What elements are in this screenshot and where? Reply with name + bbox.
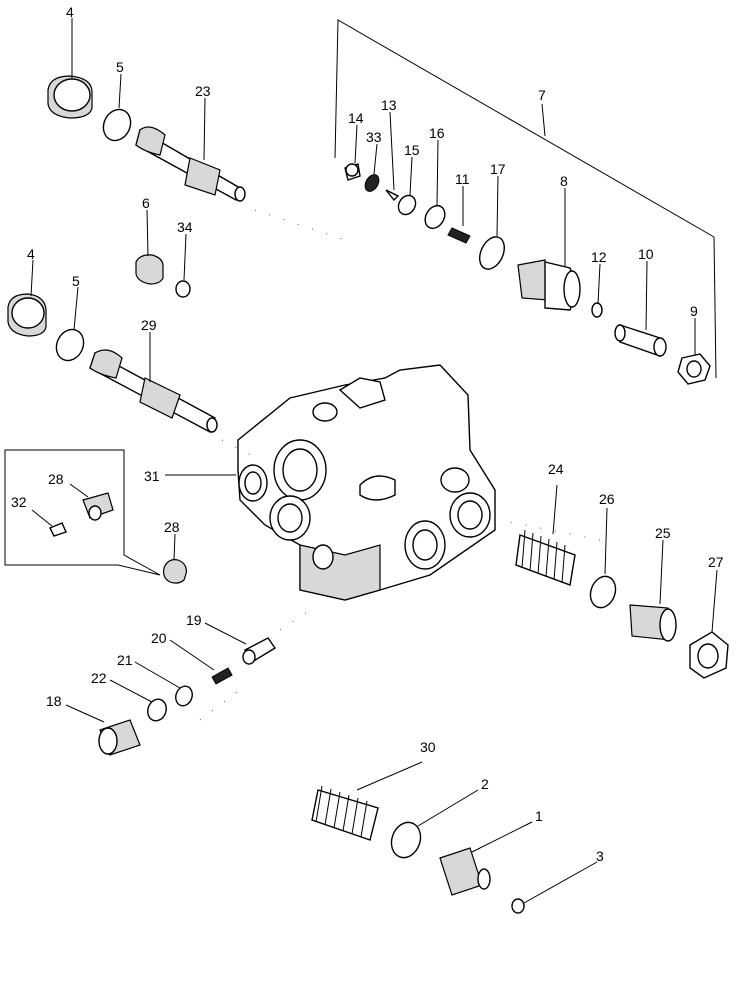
- fitting-25: [629, 604, 677, 642]
- callout-22: 22: [91, 670, 107, 686]
- callout-28-inset: 28: [48, 471, 64, 487]
- callout-18: 18: [46, 693, 62, 709]
- callout-26: 26: [599, 491, 615, 507]
- seal-26: [589, 575, 617, 609]
- nut-27: [689, 631, 729, 679]
- seal-12: [591, 302, 603, 318]
- callout-2: 2: [481, 776, 489, 792]
- seal-16: [424, 204, 446, 230]
- callout-7: 7: [538, 87, 546, 103]
- callout-17: 17: [490, 161, 506, 177]
- callout-15: 15: [404, 142, 420, 158]
- plug-18: [98, 719, 141, 756]
- spring-24: [515, 529, 576, 586]
- valve-body-31: [237, 364, 496, 601]
- callout-30: 30: [420, 739, 436, 755]
- callout-25: 25: [655, 525, 671, 541]
- callout-20: 20: [151, 630, 167, 646]
- callout-28: 28: [164, 519, 180, 535]
- spool-29: [89, 349, 218, 433]
- plug-28-inset: [82, 492, 114, 521]
- callout-3: 3: [596, 848, 604, 864]
- plug-6: [135, 254, 164, 285]
- disc-33: [364, 174, 380, 192]
- callout-1: 1: [535, 808, 543, 824]
- seal-15: [397, 194, 417, 216]
- plug-28: [163, 559, 187, 584]
- spool-23: [135, 126, 246, 202]
- callout-4-top: 4: [66, 4, 74, 20]
- callout-11: 11: [455, 171, 470, 187]
- inset-detail-box: [4, 449, 161, 576]
- callout-10: 10: [638, 246, 654, 262]
- callout-4-lower: 4: [27, 246, 35, 262]
- screw-32: [49, 522, 67, 537]
- cap-19: [242, 637, 277, 665]
- seal-17: [479, 236, 505, 270]
- pin-13: [385, 189, 400, 202]
- seal-2: [390, 821, 422, 859]
- callout-21: 21: [117, 652, 133, 668]
- callout-8: 8: [560, 173, 568, 189]
- leader-lines: [30, 18, 718, 904]
- callout-6: 6: [142, 195, 150, 211]
- seal-5-top: [102, 108, 132, 142]
- plug-4-top: [47, 75, 93, 119]
- callout-27: 27: [708, 554, 724, 570]
- seal-5-lower: [55, 328, 85, 362]
- callout-19: 19: [186, 612, 202, 628]
- poppet-14: [344, 163, 361, 181]
- callout-16: 16: [429, 125, 445, 141]
- kit-bracket-7: [334, 19, 717, 379]
- fitting-1: [439, 847, 491, 896]
- callout-9: 9: [690, 303, 698, 319]
- seal-3: [511, 898, 525, 914]
- callout-34: 34: [177, 219, 193, 235]
- callout-23: 23: [195, 83, 211, 99]
- callout-14: 14: [348, 110, 364, 126]
- callout-labels: 1 2 3 4 4 5 5 6 7 8 9 10 11 12 13 14 15 …: [11, 4, 724, 864]
- seal-22: [147, 698, 167, 722]
- sleeve-10: [614, 324, 667, 357]
- spring-30: [311, 785, 379, 841]
- callout-24: 24: [548, 461, 564, 477]
- callout-29: 29: [141, 317, 157, 333]
- callout-31: 31: [144, 468, 160, 484]
- plug-4-lower: [7, 293, 47, 337]
- seal-34: [175, 280, 191, 298]
- callout-5-top: 5: [116, 59, 124, 75]
- callout-33: 33: [366, 129, 382, 145]
- callout-32: 32: [11, 494, 27, 510]
- spring-20: [211, 667, 233, 685]
- seal-21: [175, 685, 193, 707]
- callout-13: 13: [381, 97, 397, 113]
- cartridge-8: [517, 259, 581, 311]
- callout-12: 12: [591, 249, 607, 265]
- axis-guide-dots: [199, 209, 601, 721]
- callout-5-lower: 5: [72, 273, 80, 289]
- nut-9: [677, 353, 711, 385]
- spring-11: [447, 227, 471, 244]
